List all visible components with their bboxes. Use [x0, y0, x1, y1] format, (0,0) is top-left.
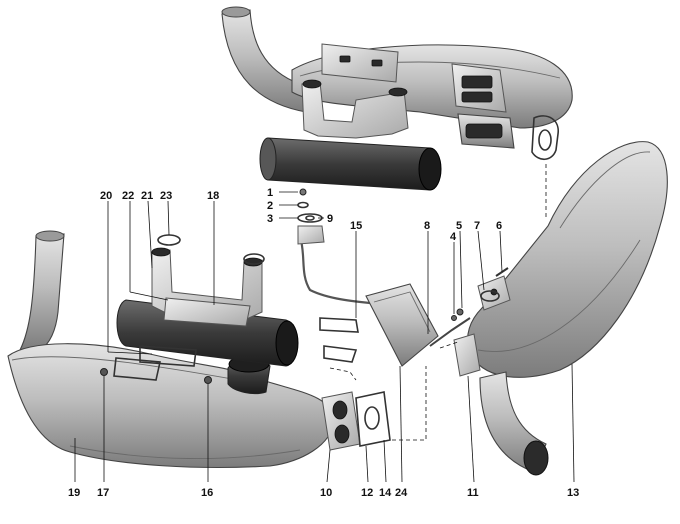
lever-bolt-5: [456, 308, 464, 316]
seal-ring-right: [243, 253, 265, 265]
callout-21: 21: [141, 190, 153, 202]
callout-13: 13: [567, 487, 579, 499]
gasket-20: [139, 345, 197, 367]
seal-ring-23: [157, 234, 181, 246]
heater-duct-box: [365, 283, 439, 367]
control-rod-bracket: [297, 225, 325, 245]
callout-9: 9: [327, 213, 333, 225]
right-muffler-body: [467, 141, 668, 378]
callout-18: 18: [207, 190, 219, 202]
lever-bolt-4: [451, 315, 457, 321]
left-cylinder-end: [275, 320, 299, 366]
right-muffler-assembly: [453, 141, 668, 476]
callout-4: 4: [450, 231, 457, 243]
callout-15: 15: [350, 220, 362, 232]
callout-11: 11: [467, 487, 479, 499]
upper-cylinder-end: [418, 147, 442, 191]
clamp-plate-15: [319, 317, 359, 333]
clamp-plate-24: [323, 345, 358, 363]
leader-lines: [74, 164, 575, 483]
control-lever: [429, 317, 471, 347]
control-rod: [298, 235, 381, 306]
upper-mounting-plate: [321, 43, 399, 83]
callout-12: 12: [361, 487, 373, 499]
callout-16: 16: [201, 487, 213, 499]
upper-tailpipe-opening: [221, 6, 251, 18]
part-1: [299, 188, 307, 196]
callout-17: 17: [97, 487, 109, 499]
callout-5: 5: [456, 220, 462, 232]
heater-control-assembly: [297, 188, 509, 367]
callout-8: 8: [424, 220, 430, 232]
callout-6: 6: [496, 220, 502, 232]
left-heat-exchanger-assembly: [7, 230, 391, 469]
callout-22: 22: [122, 190, 134, 202]
callout-7: 7: [474, 220, 480, 232]
callout-20: 20: [100, 190, 112, 202]
callout-19: 19: [68, 487, 80, 499]
left-flange-plate: [163, 297, 251, 327]
upper-heater-cylinder: [260, 137, 441, 191]
nut-16: [204, 376, 212, 384]
upper-tailpipe: [221, 9, 307, 113]
callout-1: 1: [267, 187, 273, 199]
right-muffler-flange: [453, 333, 481, 377]
gasket-17: [113, 357, 161, 381]
left-tailpipe: [19, 233, 65, 351]
upper-gasket: [531, 115, 559, 161]
callout-24: 24: [395, 487, 408, 499]
callout-14: 14: [379, 487, 392, 499]
gasket-12: [355, 391, 391, 447]
callout-10: 10: [320, 487, 332, 499]
washer-7: [480, 290, 500, 302]
nut-17: [100, 368, 108, 376]
callout-3: 3: [267, 213, 273, 225]
upper-muffler-assembly: [221, 6, 573, 191]
callout-labels: 1 2 3 9 15 8 4 5 7 6 20 22 21 23 18 19 1…: [68, 187, 579, 499]
left-tailpipe-opening: [35, 230, 65, 242]
callout-23: 23: [160, 190, 172, 202]
callout-2: 2: [267, 200, 273, 212]
right-tailpipe-opening: [523, 440, 549, 476]
part-2: [297, 201, 309, 209]
